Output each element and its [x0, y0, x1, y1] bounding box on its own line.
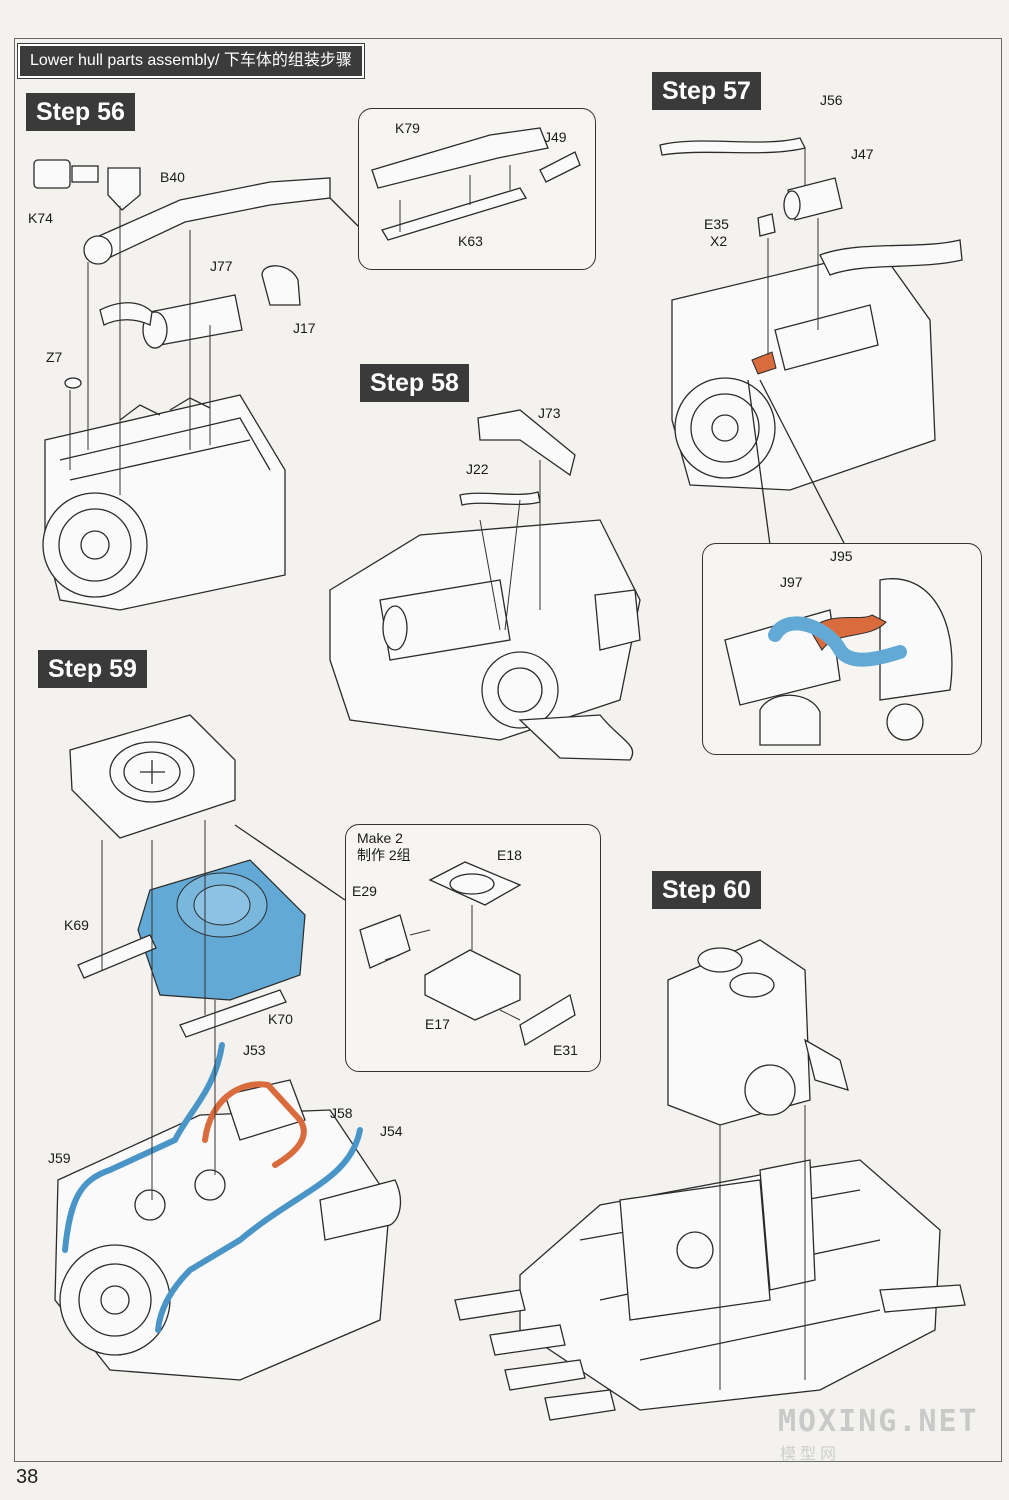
label-b40: B40: [160, 169, 185, 185]
label-j54: J54: [380, 1123, 403, 1139]
step57-illustration: [659, 137, 963, 546]
label-e29: E29: [352, 883, 377, 899]
label-k63: K63: [458, 233, 483, 249]
label-k79: K79: [395, 120, 420, 136]
step56-illustration: [33, 159, 331, 611]
label-k70: K70: [268, 1011, 293, 1027]
label-j17: J17: [293, 320, 316, 336]
step-58-badge: Step 58: [360, 364, 469, 402]
label-j95: J95: [830, 548, 853, 564]
watermark-sub: 模型网: [780, 1446, 841, 1463]
label-j56: J56: [820, 92, 843, 108]
page-number: 38: [16, 1466, 39, 1488]
step-57-badge: Step 57: [652, 72, 761, 110]
label-j59: J59: [48, 1150, 71, 1166]
callout-k79-box: [358, 108, 596, 270]
make-2-note: Make 2 制作 2组: [357, 830, 411, 864]
label-j97: J97: [780, 574, 803, 590]
make-2-en: Make 2: [357, 830, 403, 846]
label-k69: K69: [64, 917, 89, 933]
label-j73: J73: [538, 405, 561, 421]
label-j22: J22: [466, 461, 489, 477]
step-59-badge: Step 59: [38, 650, 147, 688]
step-56-badge: Step 56: [26, 93, 135, 131]
label-x2: X2: [710, 233, 728, 249]
label-e18: E18: [497, 847, 522, 863]
label-k74: K74: [28, 210, 53, 226]
step60-illustration: [454, 939, 966, 1421]
label-e17: E17: [425, 1016, 450, 1032]
step58-illustration: [329, 409, 641, 761]
step59-illustration: [54, 714, 402, 1381]
label-e35: E35: [704, 216, 729, 232]
label-j58: J58: [330, 1105, 353, 1121]
label-j77: J77: [210, 258, 233, 274]
label-z7: Z7: [46, 349, 63, 365]
label-j49: J49: [544, 129, 567, 145]
watermark: MOXING.NET: [778, 1404, 979, 1439]
page-frame: [14, 38, 1002, 1462]
label-e31: E31: [553, 1042, 578, 1058]
label-j53: J53: [243, 1042, 266, 1058]
label-j47: J47: [851, 146, 874, 162]
make-2-cn: 制作 2组: [357, 847, 411, 863]
section-title: Lower hull parts assembly/ 下车体的组装步骤: [17, 43, 365, 79]
step-60-badge: Step 60: [652, 871, 761, 909]
